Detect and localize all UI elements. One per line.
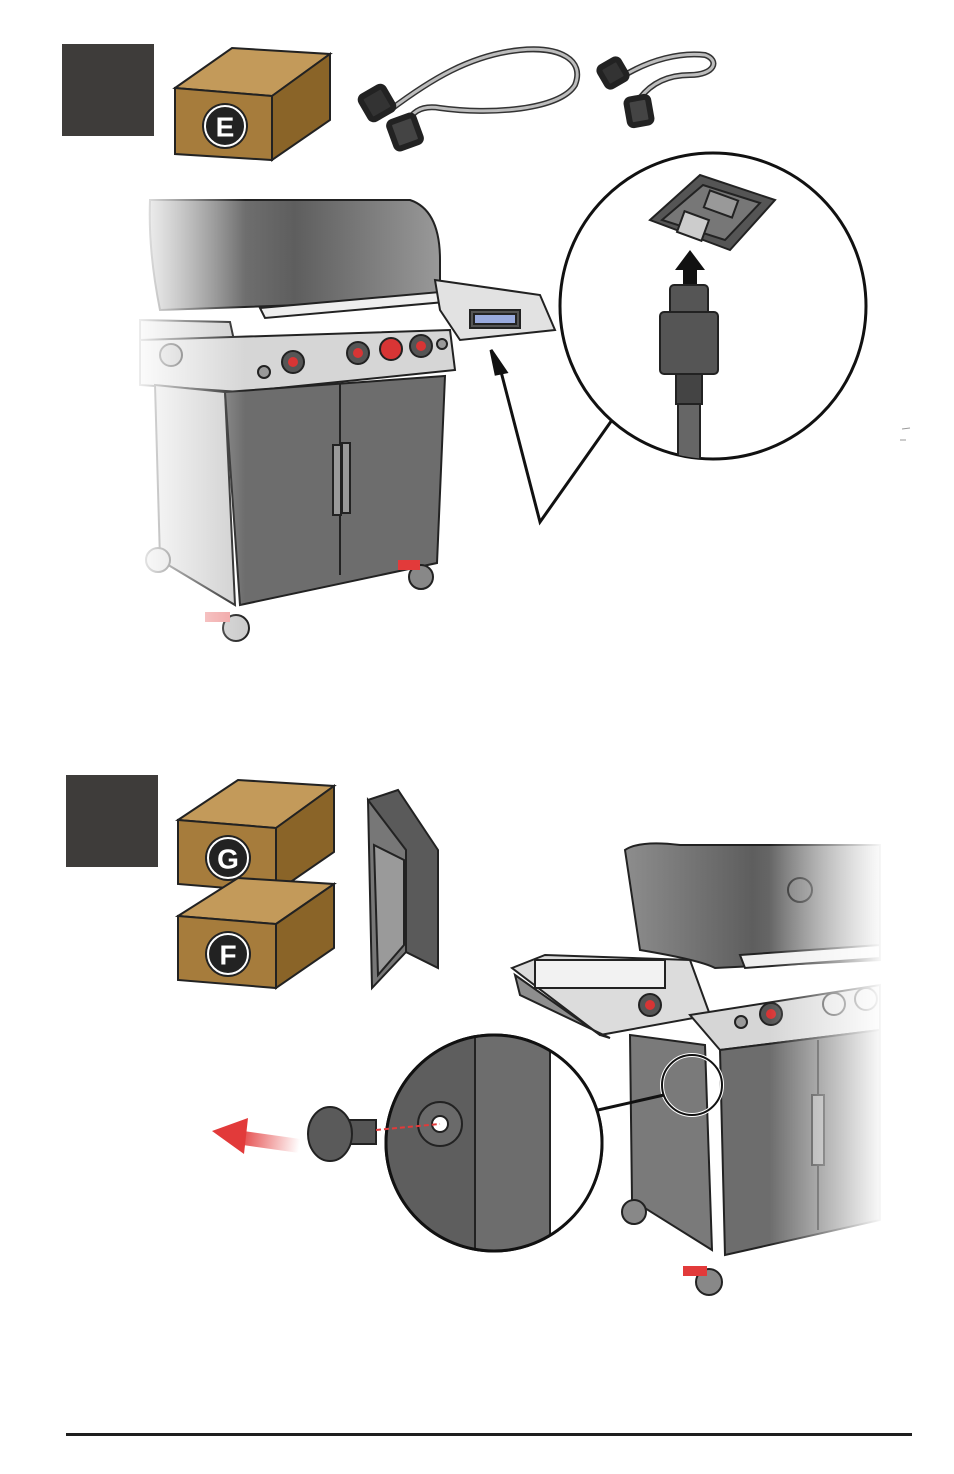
box-label-e: E [216, 112, 235, 143]
footer-rule [66, 1433, 912, 1436]
power-cord-long-icon [357, 46, 580, 152]
box-f-icon: F [174, 876, 337, 990]
dashed-guide-line [375, 1123, 441, 1131]
box-label-f: F [219, 940, 236, 971]
remove-arrow-icon [212, 1118, 301, 1154]
power-cord-short-icon [596, 51, 717, 129]
side-panel-part-icon [366, 788, 439, 991]
box-label-g: G [217, 844, 239, 875]
step-number-box-2 [66, 775, 158, 867]
zoom-circle-power-socket [558, 151, 868, 461]
box-e-icon: E [172, 46, 333, 162]
bolt-icon [307, 1106, 377, 1162]
box-g-icon: G [175, 778, 337, 894]
decorative-marks [900, 427, 911, 441]
callout-line-2 [597, 1093, 665, 1112]
step-number-box-1 [62, 44, 154, 136]
grill-illustration-1 [130, 190, 557, 660]
callout-pointer [489, 349, 614, 526]
